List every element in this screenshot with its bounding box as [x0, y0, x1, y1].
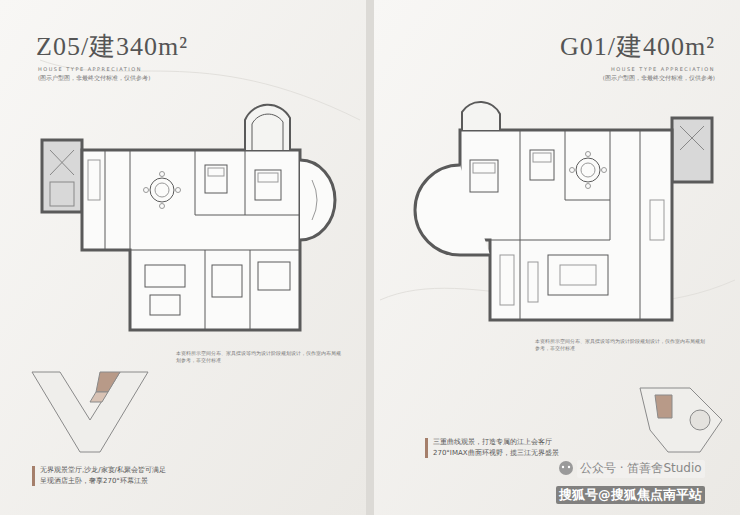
watermark: 搜狐号@搜狐焦点南平站 — [556, 486, 705, 504]
plan-title: Z05/建340m² — [36, 30, 188, 64]
disclaimer-note: (图示户型图，非最终交付标准，仅供参考) — [38, 75, 150, 82]
watermark: 公众号 · 笛善舍Studio — [577, 460, 705, 478]
feature-caption: 无界观景堂厅,沙龙/家宴/私聚会皆可满足 — [40, 466, 166, 475]
subtitle: HOUSE TYPE APPRECIATION — [595, 66, 715, 73]
feature-caption: 270°IMAX曲面环视野，揽三江无界盛景 — [433, 449, 559, 458]
plan-note: 本资料所示空间分布、家具摆设等均为设计阶段规划设计，仅作室内布局规划参考，非交付… — [535, 338, 705, 351]
feature-caption: 呈现酒店主卧，奢享270°环幕江景 — [40, 477, 148, 486]
plan-note: 本资料所示空间分布、家具摆设等均为设计阶段规划设计，仅作室内布局规划参考，非交付… — [176, 350, 341, 363]
feature-caption: 三重曲线观景，打造专属的江上会客厅 — [433, 438, 552, 447]
subtitle: HOUSE TYPE APPRECIATION — [38, 66, 142, 73]
plan-title: G01/建400m² — [520, 30, 715, 64]
disclaimer-note: (图示户型图，非最终交付标准，仅供参考) — [555, 75, 715, 82]
